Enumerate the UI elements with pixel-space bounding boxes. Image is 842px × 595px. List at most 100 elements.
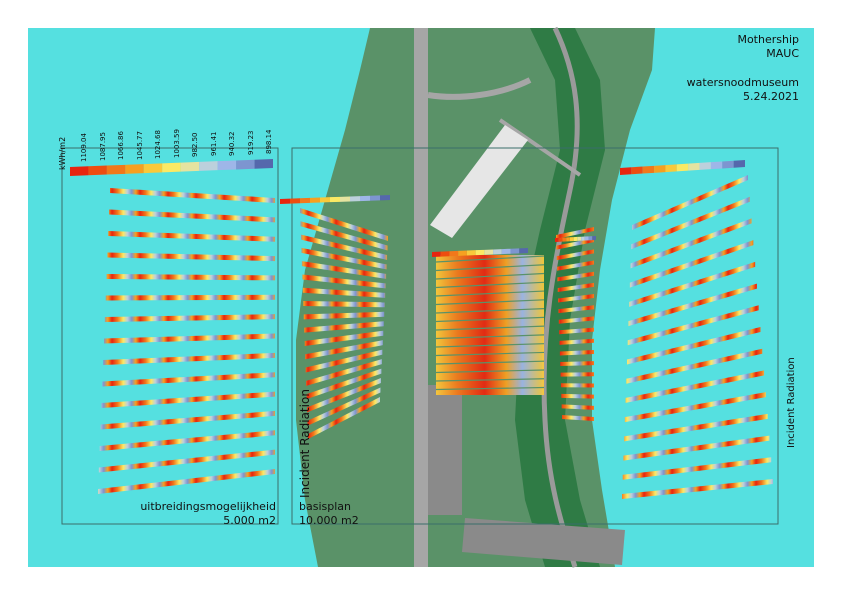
radiation-strip (301, 247, 387, 270)
legend-main-swatch (217, 160, 237, 171)
radiation-strip (631, 196, 750, 250)
radiation-strip (559, 349, 594, 356)
legend-right-swatch (699, 162, 711, 170)
heatmap-row-divider (435, 369, 545, 374)
radiation-strip (305, 340, 383, 360)
legend-middle-right-swatch (584, 236, 589, 241)
radiation-strip (558, 294, 594, 303)
radiation-strip (308, 397, 380, 439)
legend-value: 919.23 (246, 130, 255, 155)
legend-middle-left-swatch (380, 195, 390, 201)
heatmap-row-divider (435, 281, 545, 289)
legend-main-swatch (88, 165, 107, 176)
legend-middle-left-swatch (370, 195, 380, 201)
heatmap-row-divider (435, 378, 545, 382)
radiation-strip (98, 449, 275, 473)
legend-middle-swatch (493, 249, 502, 255)
legend-main-swatch (199, 161, 218, 171)
legend-value: 982.50 (191, 132, 199, 158)
radiation-strip (110, 188, 275, 203)
heatmap-row-divider (435, 272, 545, 280)
legend-value: 1045.77 (135, 130, 144, 160)
legend-middle-swatch (440, 251, 450, 257)
radiation-strip (624, 392, 766, 423)
legend-middle-left-swatch (310, 197, 320, 203)
radiation-strip (306, 368, 382, 400)
radiation-strip (306, 359, 382, 386)
legend-right-swatch (631, 166, 643, 175)
panel-frame-main (291, 147, 779, 525)
heatmap-row-divider (435, 325, 545, 331)
radiation-strip (106, 274, 275, 281)
legend-main-swatch (254, 159, 273, 169)
heatmap-row-divider (435, 290, 545, 297)
radiation-strip (560, 383, 594, 388)
incident-radiation-label-left: Incident Radiation (298, 389, 312, 498)
date: 5.24.2021 (743, 90, 799, 103)
legend-middle-left-swatch (350, 196, 360, 202)
radiation-strip (101, 391, 275, 408)
legend-middle-swatch (432, 251, 441, 257)
river-path (541, 26, 580, 568)
legend-middle-right-swatch (588, 236, 593, 241)
radiation-strip (300, 208, 388, 241)
radiation-strip (300, 234, 388, 260)
radiation-strip (630, 218, 752, 269)
legend-middle-right-swatch (566, 237, 570, 242)
legend-right-swatch (733, 160, 745, 168)
legend-value: 898.14 (265, 129, 273, 155)
legend-middle-left-swatch (340, 196, 350, 202)
radiation-strip (109, 209, 276, 223)
radiation-strip (561, 393, 594, 399)
radiation-strip (560, 372, 594, 377)
radiation-strip (302, 287, 386, 298)
legend-right-swatch (722, 160, 734, 169)
radiation-strip (562, 415, 594, 421)
radiation-strip (557, 282, 594, 292)
radiation-strip (558, 305, 594, 314)
legend-value: 961.41 (209, 131, 218, 157)
legend-unit: kWh/m2 (58, 136, 67, 170)
legend-middle-swatch (466, 250, 476, 256)
heatmap-row-divider (435, 316, 545, 323)
radiation-strip (307, 387, 381, 426)
legend-middle-left-swatch (280, 198, 290, 204)
legend-middle-right-swatch (558, 237, 563, 242)
legend-middle-right-swatch (592, 236, 596, 241)
legend-value: 1109.04 (80, 133, 88, 162)
radiation-strip (561, 404, 594, 410)
legend-middle-swatch (484, 249, 494, 255)
main-road (414, 28, 428, 567)
legend-middle-swatch (501, 248, 511, 255)
radiation-strip (105, 294, 275, 301)
radiation-strip (108, 231, 276, 242)
legend-middle-right-swatch (569, 237, 574, 242)
legend-value: 940.32 (228, 131, 236, 156)
heatmap-row-divider (435, 264, 545, 272)
legend-main-swatch (143, 163, 163, 174)
heatmap-row-divider (435, 334, 545, 340)
building (430, 125, 528, 238)
radiation-strip (556, 227, 594, 239)
legend-middle-swatch (519, 248, 528, 254)
legend-middle-swatch (510, 248, 520, 254)
radiation-strip (302, 274, 386, 289)
radiation-strip (307, 378, 381, 413)
legend-middle-left-swatch (300, 197, 310, 204)
legend-middle-right-swatch (555, 237, 559, 242)
river-bank (515, 28, 605, 567)
radiation-strip (303, 301, 385, 308)
radiation-strip (560, 361, 594, 367)
panel-frame-left (61, 147, 279, 525)
legend-middle-right-swatch (562, 237, 567, 242)
radiation-strip (627, 327, 761, 365)
radiation-strip (629, 240, 754, 288)
legend-right-swatch (665, 164, 677, 173)
legend-main-swatch (162, 162, 181, 173)
legend-middle-left-swatch (330, 196, 340, 203)
legend-main-swatch (70, 166, 89, 176)
radiation-strip (556, 238, 594, 250)
radiation-strip (624, 413, 768, 442)
legend-right-swatch (654, 165, 666, 173)
